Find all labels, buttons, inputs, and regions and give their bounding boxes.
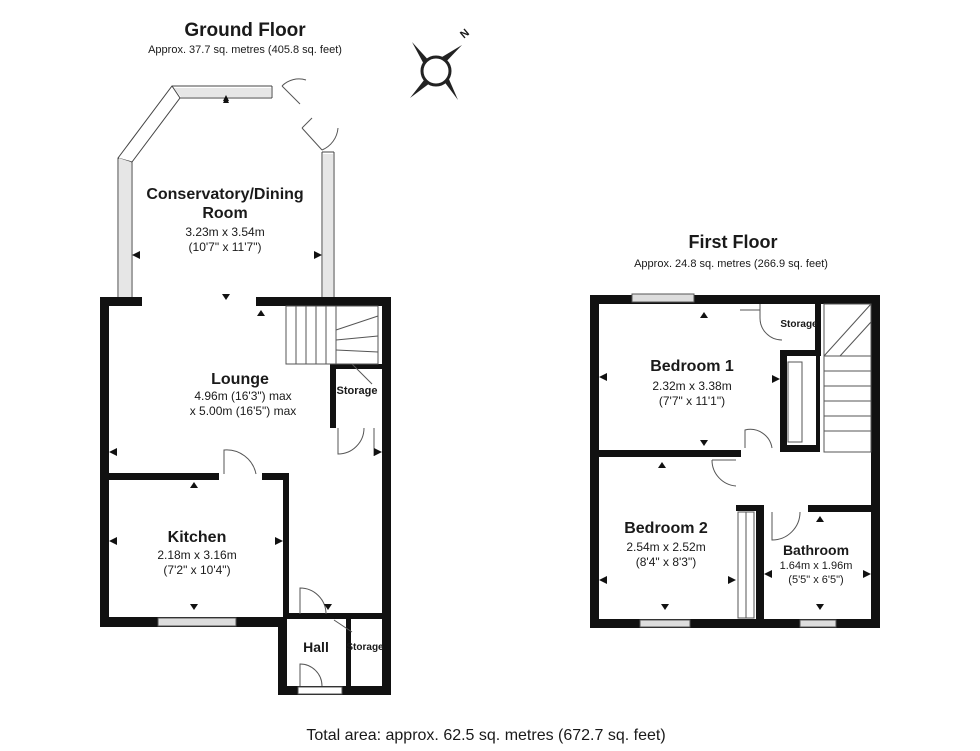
bedroom2-window	[639, 619, 691, 628]
bedroom1-dim-imperial: (7'7" x 11'1")	[658, 394, 726, 408]
storage-stair-name: Storage	[336, 385, 378, 397]
bedroom2-dim-metric: 2.54m x 2.52m	[626, 540, 706, 554]
first-stairs	[823, 303, 872, 453]
bathroom-dim-imperial: (5'5" x 6'5")	[788, 574, 844, 586]
conservatory-dim-metric: 3.23m x 3.54m	[185, 225, 265, 239]
first-floor-title: First Floor	[688, 232, 778, 252]
first-doors	[711, 428, 801, 541]
lounge-dim-line2: x 5.00m (16'5") max	[189, 404, 297, 418]
kitchen-dim-imperial: (7'2" x 10'4")	[163, 563, 231, 577]
lounge-name: Lounge	[211, 371, 269, 388]
conservatory-name-line2: Room	[202, 205, 248, 222]
front-door-opening	[297, 686, 343, 695]
ground-dimension-arrows	[109, 95, 382, 610]
bedroom1-dim-metric: 2.32m x 3.38m	[652, 379, 732, 393]
ground-stairs	[285, 305, 379, 385]
storage-hall-name: Storage	[346, 642, 384, 653]
bedroom2-name: Bedroom 2	[624, 520, 708, 537]
kitchen-window	[157, 617, 237, 627]
first-floor-plan	[590, 293, 880, 628]
conservatory-dim-imperial: (10'7" x 11'7")	[188, 240, 262, 254]
ground-doors	[223, 427, 375, 687]
first-walls	[590, 295, 880, 628]
ground-floor-title: Ground Floor	[184, 20, 306, 41]
ground-floor-area: Approx. 37.7 sq. metres (405.8 sq. feet)	[148, 44, 342, 56]
bathroom-window	[799, 619, 837, 628]
bedroom1-name: Bedroom 1	[650, 358, 734, 375]
conservatory-name-line1: Conservatory/Dining	[146, 186, 304, 203]
ground-floor-plan	[100, 78, 391, 695]
french-doors	[281, 78, 339, 151]
bedroom1-window	[631, 293, 695, 303]
first-floor-area: Approx. 24.8 sq. metres (266.9 sq. feet)	[634, 258, 828, 270]
bathroom-dim-metric: 1.64m x 1.96m	[779, 560, 853, 572]
bathroom-name: Bathroom	[782, 542, 850, 558]
storage-first-name: Storage	[780, 319, 818, 330]
total-area: Total area: approx. 62.5 sq. metres (672…	[306, 727, 666, 744]
ground-walls	[100, 297, 391, 695]
hall-name: Hall	[303, 639, 329, 655]
kitchen-dim-metric: 2.18m x 3.16m	[157, 548, 237, 562]
bedroom2-dim-imperial: (8'4" x 8'3")	[635, 555, 697, 569]
lounge-dim-line1: 4.96m (16'3") max	[194, 389, 292, 403]
first-dimension-arrows	[599, 312, 871, 610]
compass-rose-icon	[410, 42, 462, 100]
kitchen-name: Kitchen	[167, 529, 227, 546]
